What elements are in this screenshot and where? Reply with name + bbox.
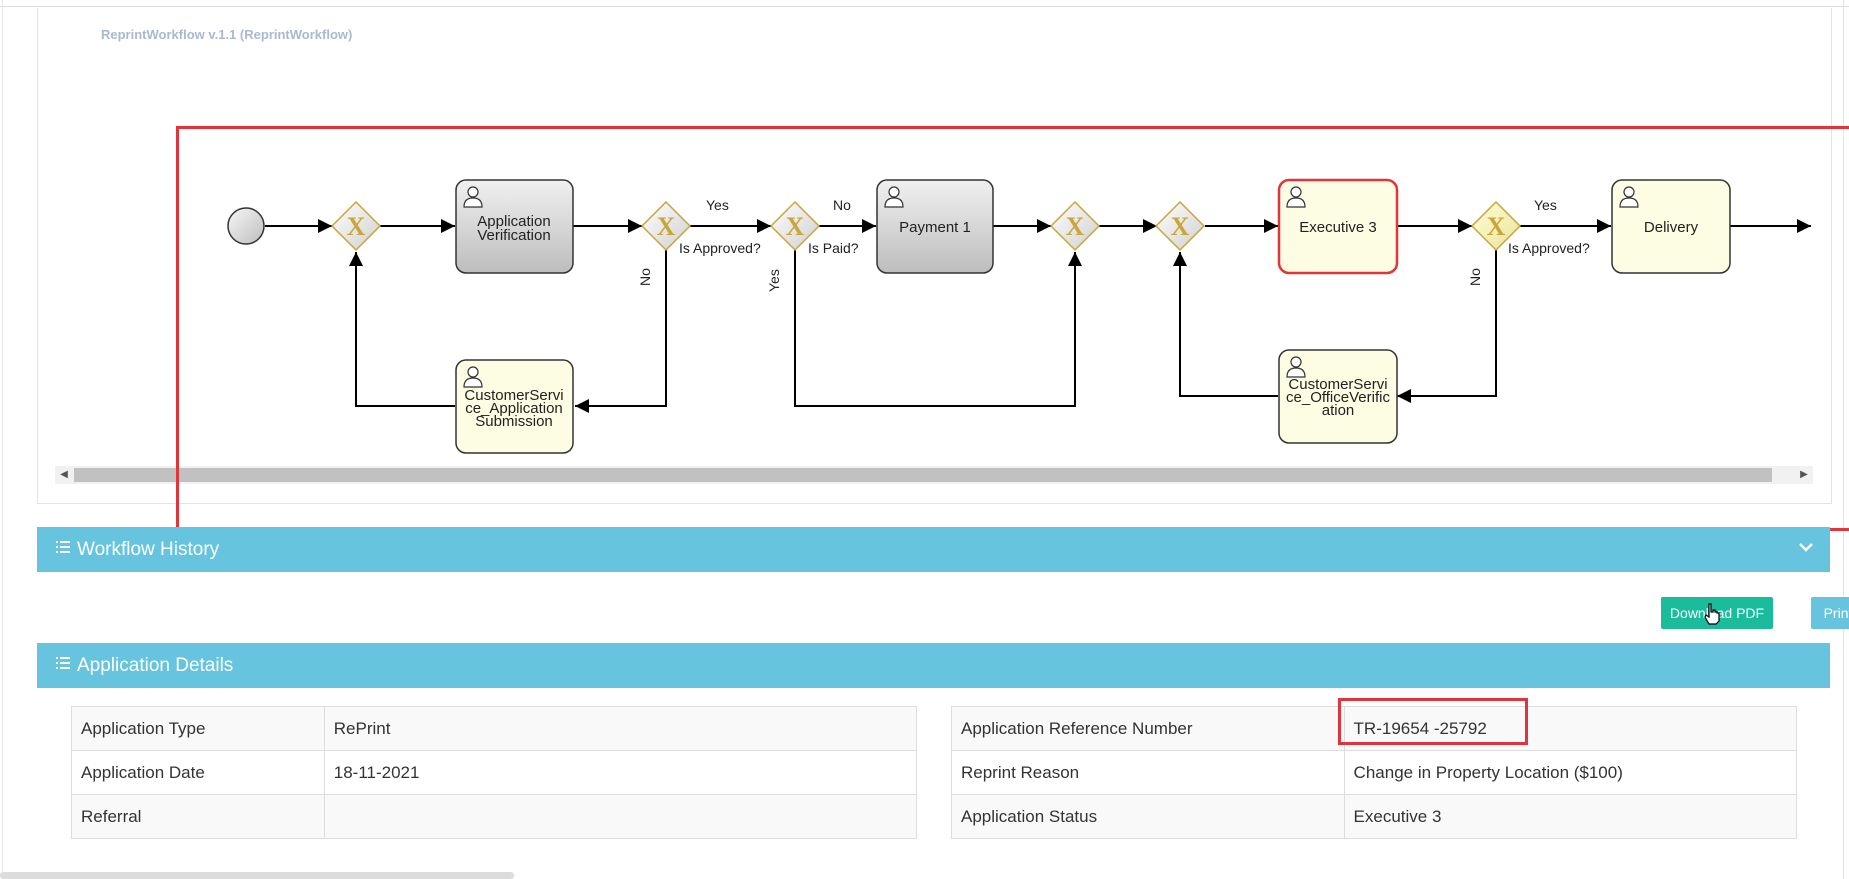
highlight-box-reference-number [1338, 698, 1528, 745]
user-task-icon [463, 366, 483, 388]
hand-cursor-icon [1704, 603, 1720, 625]
user-task-icon [463, 186, 483, 208]
svg-text:X: X [657, 212, 676, 241]
task-customerservice-office-verification[interactable]: CustomerServi ce_OfficeVerific ation [1278, 349, 1398, 444]
svg-text:CustomerServi: CustomerServi [1288, 376, 1387, 393]
highlight-box-diagram [176, 126, 1849, 531]
field-value: 18-11-2021 [323, 750, 918, 795]
gateway-merge-1: X [330, 200, 382, 252]
svg-text:X: X [1487, 212, 1506, 241]
field-label: Application Status [951, 794, 1345, 839]
svg-text:No: No [833, 197, 851, 213]
top-border [0, 6, 1849, 7]
table-row: Application Date 18-11-2021 [71, 750, 918, 795]
application-details-header: Application Details [37, 643, 1830, 688]
svg-text:X: X [1171, 212, 1190, 241]
right-border [1843, 0, 1844, 879]
svg-text:X: X [786, 212, 805, 241]
application-details-right-table: Application Reference Number TR-19654 -2… [951, 706, 1798, 839]
svg-text:Is Paid?: Is Paid? [808, 240, 859, 256]
scrollbar-thumb[interactable] [74, 468, 1772, 482]
field-value [323, 794, 918, 839]
user-task-icon [1619, 186, 1639, 208]
field-value: RePrint [323, 706, 918, 751]
gateway-is-approved-1: X [640, 200, 692, 252]
task-application-verification[interactable]: Application Verification [455, 179, 574, 274]
workflow-diagram: X X X X X X Application Verification Pay… [227, 178, 1811, 454]
application-details-left-table: Application Type RePrint Application Dat… [71, 706, 918, 839]
user-task-icon [1286, 356, 1306, 378]
print-button[interactable]: Print [1811, 597, 1849, 629]
svg-text:No: No [637, 268, 653, 286]
task-delivery[interactable]: Delivery [1611, 179, 1731, 274]
svg-text:Payment 1: Payment 1 [899, 219, 971, 236]
page-horizontal-scrollbar[interactable] [0, 872, 514, 879]
svg-text:Yes: Yes [766, 269, 782, 292]
svg-text:Application: Application [477, 213, 550, 230]
svg-text:Is Approved?: Is Approved? [1508, 240, 1590, 256]
workflow-title: ReprintWorkflow v.1.1 (ReprintWorkflow) [101, 27, 353, 42]
scroll-left-icon[interactable]: ◀ [60, 469, 68, 480]
table-row: Application Status Executive 3 [951, 794, 1798, 839]
svg-text:Verification: Verification [477, 227, 550, 244]
field-value: Change in Property Location ($100) [1343, 750, 1798, 795]
application-details-title: Application Details [77, 655, 234, 676]
workflow-history-title: Workflow History [77, 539, 220, 560]
gateway-is-paid: X [769, 200, 821, 252]
field-label: Application Date [71, 750, 325, 795]
workflow-history-header[interactable]: Workflow History [37, 527, 1830, 572]
table-row: Referral [71, 794, 918, 839]
field-label: Application Type [71, 706, 325, 751]
table-row: Application Type RePrint [71, 706, 918, 751]
user-task-icon [884, 186, 904, 208]
list-icon [56, 541, 70, 553]
svg-text:X: X [347, 212, 366, 241]
svg-text:ce_OfficeVerific: ce_OfficeVerific [1286, 389, 1390, 406]
field-label: Application Reference Number [951, 706, 1345, 751]
svg-text:Delivery: Delivery [1644, 219, 1699, 236]
chevron-down-icon[interactable] [1798, 541, 1814, 553]
gateway-merge-2: X [1049, 200, 1101, 252]
gateway-merge-3: X [1154, 200, 1206, 252]
task-executive-3[interactable]: Executive 3 [1277, 178, 1399, 275]
user-task-icon [1286, 186, 1306, 208]
left-border [2, 0, 3, 879]
table-row: Reprint Reason Change in Property Locati… [951, 750, 1798, 795]
svg-text:Executive 3: Executive 3 [1299, 219, 1377, 236]
scroll-right-icon[interactable]: ▶ [1800, 469, 1808, 480]
svg-text:Is Approved?: Is Approved? [679, 240, 761, 256]
svg-text:ce_Application: ce_Application [465, 400, 563, 417]
svg-text:CustomerServi: CustomerServi [464, 387, 563, 404]
field-label: Referral [71, 794, 325, 839]
svg-text:Submission: Submission [475, 413, 553, 430]
task-customerservice-application-submission[interactable]: CustomerServi ce_Application Submission [455, 359, 574, 454]
gateway-is-approved-2: X [1470, 200, 1522, 252]
flow-edges [265, 219, 1811, 413]
svg-text:Yes: Yes [706, 197, 729, 213]
svg-text:No: No [1467, 268, 1483, 286]
diagram-horizontal-scrollbar[interactable]: ◀ ▶ [55, 466, 1813, 484]
svg-text:X: X [1066, 212, 1085, 241]
task-payment-1[interactable]: Payment 1 [876, 179, 994, 274]
svg-text:Yes: Yes [1534, 197, 1557, 213]
flow-labels: Yes Is Approved? No No Is Paid? Yes Yes … [637, 197, 1590, 292]
field-value: Executive 3 [1343, 794, 1798, 839]
list-icon [56, 657, 70, 669]
start-event [227, 207, 265, 245]
svg-text:ation: ation [1322, 402, 1355, 419]
field-label: Reprint Reason [951, 750, 1345, 795]
